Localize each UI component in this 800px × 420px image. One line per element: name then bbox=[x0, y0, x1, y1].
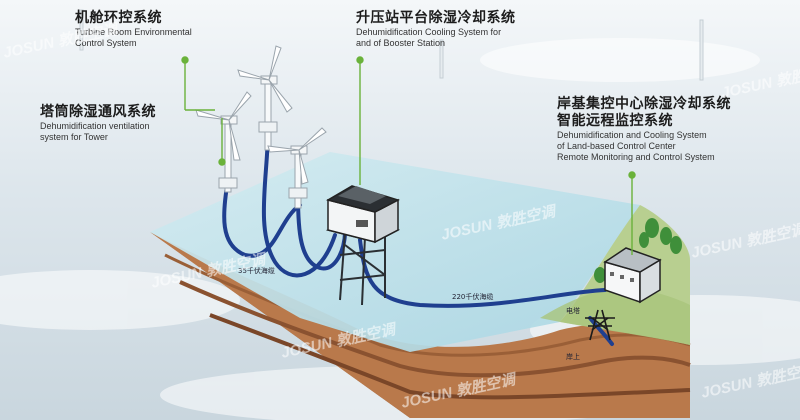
land-center-en-line1: Dehumidification and Cooling System bbox=[557, 130, 707, 140]
land-center-en-line3: Remote Monitoring and Control System bbox=[557, 152, 715, 162]
cable-35kv-label: 35千伏海缆 bbox=[238, 267, 275, 275]
booster-station-en-line1: Dehumidification Cooling System for bbox=[356, 27, 502, 37]
land-center-label: 岸基集控中心除湿冷却系统 智能远程监控系统 Dehumidification a… bbox=[557, 96, 731, 163]
tower-title: 塔筒除湿通风系统 bbox=[40, 104, 156, 120]
land-center-title: 岸基集控中心除湿冷却系统 bbox=[557, 96, 731, 112]
tower-en-line2: system for Tower bbox=[40, 132, 108, 142]
subsea-cables bbox=[222, 128, 614, 346]
booster-station-icon bbox=[325, 185, 401, 306]
soil-block bbox=[150, 232, 691, 418]
land-center-en-line2: of Land-based Control Center bbox=[557, 141, 676, 151]
land-center-subtitle: 智能远程监控系统 bbox=[557, 113, 673, 129]
distant-turbines bbox=[79, 9, 704, 81]
control-center-building-icon bbox=[603, 247, 662, 304]
cable-220kv-label: 220千伏海缆 bbox=[452, 293, 494, 301]
turbine-room-title: 机舱环控系统 bbox=[75, 10, 162, 26]
wind-turbine-icon bbox=[195, 45, 327, 209]
power-pylon-icon bbox=[585, 309, 615, 341]
shore-label: 岸上 bbox=[566, 353, 580, 361]
turbine-room-label: 机舱环控系统 Turbine Room Environmental Contro… bbox=[75, 10, 192, 49]
booster-station-label: 升压站平台除湿冷却系统 Dehumidification Cooling Sys… bbox=[356, 10, 516, 49]
booster-station-en-line2: and of Booster Station bbox=[356, 38, 446, 48]
leader-lines bbox=[181, 56, 636, 255]
pylon-label: 电塔 bbox=[566, 307, 580, 315]
cable-35kv-line bbox=[222, 178, 302, 258]
booster-station-title: 升压站平台除湿冷却系统 bbox=[356, 10, 516, 26]
tower-en-line1: Dehumidification ventilation bbox=[40, 121, 150, 131]
cable-220kv-line bbox=[358, 238, 607, 308]
turbine-room-en-line1: Turbine Room Environmental bbox=[75, 27, 192, 37]
turbine-room-en-line2: Control System bbox=[75, 38, 137, 48]
tower-label: 塔筒除湿通风系统 Dehumidification ventilation sy… bbox=[40, 104, 156, 143]
